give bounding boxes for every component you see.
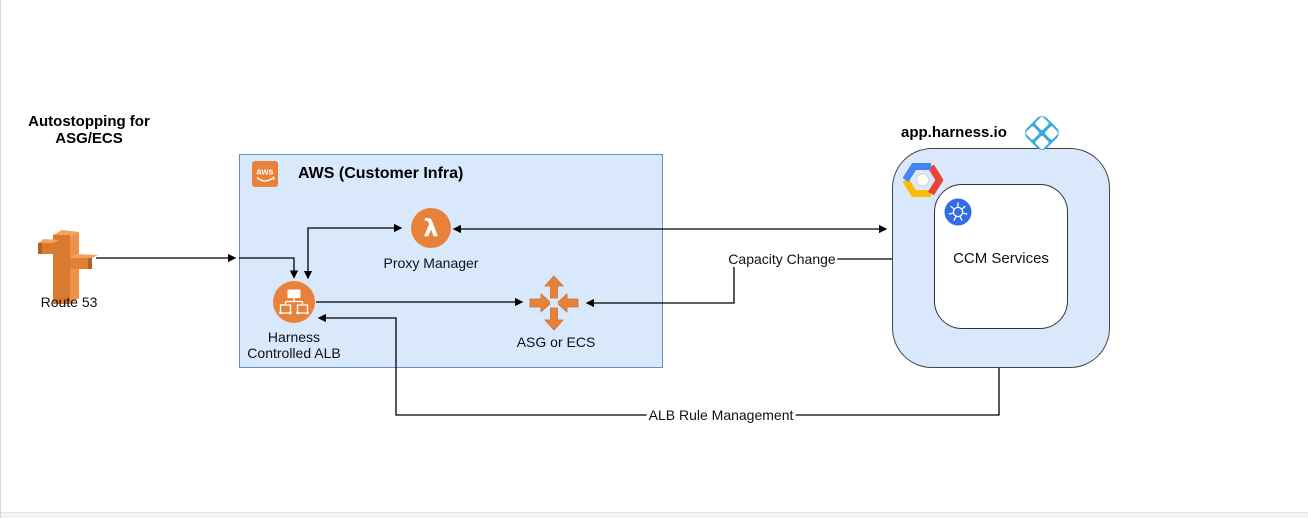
aws-box-title: AWS (Customer Infra)	[298, 165, 464, 182]
route53-icon	[38, 230, 98, 304]
route53-label: Route 53	[40, 294, 98, 310]
edge-alb-rule-management	[317, 313, 1000, 416]
page-title-line1: Autostopping for	[28, 113, 150, 130]
harness-logo-icon	[1025, 116, 1059, 150]
kubernetes-icon	[944, 198, 972, 226]
capacity-change-label: Capacity Change	[726, 251, 838, 267]
alb-label: Harness Controlled ALB	[247, 329, 340, 361]
gcp-icon	[903, 163, 943, 197]
autoscaling-icon	[529, 275, 579, 331]
lambda-icon: λ	[411, 208, 451, 248]
page-title: Autostopping for ASG/ECS	[15, 113, 163, 147]
proxy-manager-label: Proxy Manager	[383, 255, 479, 271]
ccm-label: CCM Services	[953, 250, 1049, 267]
page-title-line2: ASG/ECS	[55, 130, 123, 147]
asg-label: ASG or ECS	[516, 334, 596, 350]
canvas-bottom-edge	[1, 512, 1308, 518]
edge-awsedge-to-alb	[239, 257, 299, 279]
alb-rule-management-label: ALB Rule Management	[646, 407, 796, 423]
svg-text:λ: λ	[423, 215, 438, 243]
alb-label-line2: Controlled ALB	[247, 345, 341, 361]
aws-logo-icon: aws	[252, 161, 278, 187]
harness-title: app.harness.io	[901, 124, 1007, 141]
alb-icon	[273, 281, 315, 323]
edge-alb-lambda-bidirectional	[303, 223, 403, 280]
svg-text:aws: aws	[256, 167, 273, 177]
alb-label-line1: Harness	[267, 329, 321, 345]
